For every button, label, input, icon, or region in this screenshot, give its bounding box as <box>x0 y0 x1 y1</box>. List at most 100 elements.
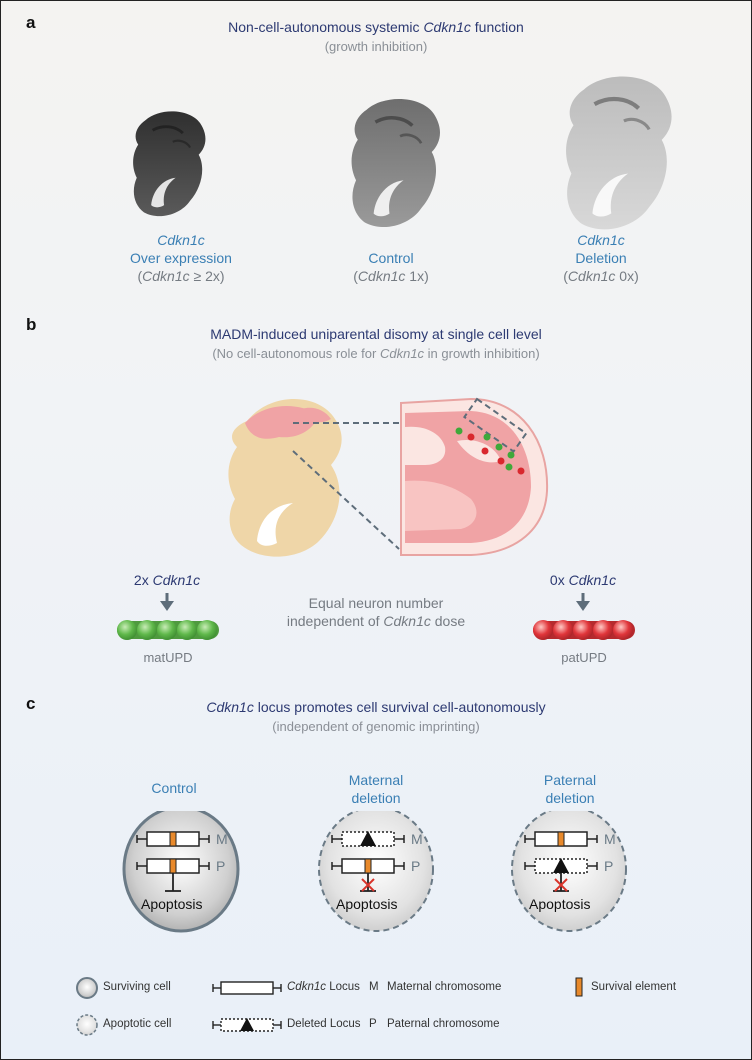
cell-title-control-line1: Control <box>151 780 197 796</box>
panel-b-subtitle-pre: (No cell-autonomous role for <box>212 346 380 361</box>
legend-apoptotic: Apoptotic cell <box>103 1018 172 1030</box>
panel-b-letter: b <box>26 315 37 334</box>
deleted-locus-icon <box>212 1018 282 1032</box>
center-note-pre: independent of <box>286 613 384 629</box>
deletion-title: Deletion <box>575 250 627 266</box>
right-dose-label: 0x Cdkn1c <box>523 571 643 589</box>
cell-control-p: P <box>216 858 226 874</box>
locus-icon <box>212 981 282 995</box>
cell-paternal-apoptosis: Apoptosis <box>529 896 591 912</box>
legend-surviving: Surviving cell <box>103 981 171 993</box>
cell-control-apoptosis: Apoptosis <box>141 896 203 912</box>
cell-title-maternal-line1: Maternal <box>348 772 404 788</box>
cell-title-maternal-line2: deletion <box>351 790 401 806</box>
cell-title-paternal-line2: deletion <box>545 790 595 806</box>
left-dose-gene: Cdkn1c <box>152 572 201 588</box>
panel-c-title-post: locus promotes cell survival cell-autono… <box>253 699 546 715</box>
overexpression-title: Over expression <box>130 250 232 266</box>
zoom-line-bottom <box>292 450 400 550</box>
legend-locus-post: Locus <box>326 981 360 993</box>
embryo-overexpression <box>133 111 206 217</box>
embryo-control <box>351 98 440 228</box>
left-dose-label: 2x Cdkn1c <box>107 571 227 589</box>
red-dot <box>517 467 525 475</box>
right-dose: 0x <box>549 572 569 588</box>
cell-paternal-p: P <box>604 858 614 874</box>
panel-c-title-gene: Cdkn1c <box>206 699 254 715</box>
center-note-post: dose <box>430 613 466 629</box>
legend-p-text: Paternal chromosome <box>387 1018 500 1030</box>
panel-a-title-gene: Cdkn1c <box>423 19 471 35</box>
label-overexpression: Cdkn1c Over expression (Cdkn1c ≥ 2x) <box>101 231 261 285</box>
cell-maternal-m: M <box>411 831 423 847</box>
label-control: Control (Cdkn1c 1x) <box>311 249 471 285</box>
green-dot <box>483 433 491 441</box>
overexpression-paren-gene: Cdkn1c <box>142 268 190 284</box>
panel-a-title-pre: Non-cell-autonomous systemic <box>228 19 424 35</box>
legend-locus: Cdkn1c Locus <box>287 981 360 993</box>
right-dose-gene: Cdkn1c <box>568 572 617 588</box>
green-dot <box>507 451 515 459</box>
cell-title-control: Control <box>99 779 249 797</box>
label-deletion: Cdkn1c Deletion (Cdkn1c 0x) <box>521 231 681 285</box>
cell-maternal-p: P <box>411 858 421 874</box>
legend-icons <box>76 977 583 1036</box>
panel-c-subtitle: (independent of genomic imprinting) <box>272 719 480 734</box>
arrow-down-right-icon <box>576 593 590 611</box>
panel-b-subtitle-post: in growth inhibition) <box>424 346 540 361</box>
panel-b-subtitle: (No cell-autonomous role for Cdkn1c in g… <box>1 346 751 361</box>
center-note-line1: Equal neuron number <box>308 595 444 611</box>
apoptotic-cell-icon <box>76 1014 98 1036</box>
green-cell-chain <box>117 620 219 640</box>
deletion-dose: 0x) <box>615 268 639 284</box>
panel-c-cells <box>122 811 627 933</box>
cell-control-m: M <box>216 831 228 847</box>
panel-a-title-post: function <box>470 19 524 35</box>
deletion-gene: Cdkn1c <box>577 232 625 248</box>
embryo-deletion <box>566 76 672 230</box>
panel-b-title: MADM-induced uniparental disomy at singl… <box>210 326 542 342</box>
overexpression-dose: ≥ 2x) <box>189 268 225 284</box>
panel-b-illustration <box>117 397 635 640</box>
control-paren: ( <box>353 268 358 284</box>
left-dose: 2x <box>133 572 153 588</box>
control-dose: 1x) <box>405 268 429 284</box>
panel-a-subtitle: (growth inhibition) <box>324 39 428 54</box>
red-dot <box>467 433 475 441</box>
overexpression-gene: Cdkn1c <box>157 232 205 248</box>
panel-c-letter: c <box>26 694 36 713</box>
cell-control <box>122 811 240 933</box>
red-dot <box>481 447 489 455</box>
cell-paternal-m: M <box>604 831 616 847</box>
panel-a-title: Non-cell-autonomous systemic Cdkn1c func… <box>1 19 751 35</box>
cell-maternal-apoptosis: Apoptosis <box>336 896 398 912</box>
arrow-down-left-icon <box>160 593 174 611</box>
surviving-cell-icon <box>76 977 98 999</box>
cell-maternal-deletion <box>318 811 434 932</box>
red-dot <box>497 457 505 465</box>
legend-p-key: P <box>369 1018 377 1030</box>
legend-m-text: Maternal chromosome <box>387 981 502 993</box>
legend-locus-gene: Cdkn1c <box>287 981 326 993</box>
embryo-madm <box>228 399 342 557</box>
legend-m-key: M <box>369 981 379 993</box>
matupd-label: matUPD <box>143 650 193 665</box>
cell-paternal-deletion <box>511 811 627 932</box>
green-dot <box>455 427 463 435</box>
legend-survival: Survival element <box>591 981 677 993</box>
legend-deleted: Deleted Locus <box>287 1018 361 1030</box>
panel-b-subtitle-gene: Cdkn1c <box>379 346 425 361</box>
deletion-paren-gene: Cdkn1c <box>567 268 616 284</box>
center-note-gene: Cdkn1c <box>383 613 431 629</box>
center-note: Equal neuron number independent of Cdkn1… <box>271 594 481 630</box>
panel-a-embryos <box>133 76 672 230</box>
red-cell-chain <box>533 620 635 640</box>
survival-element-icon <box>575 977 583 997</box>
cell-title-maternal: Maternal deletion <box>301 771 451 807</box>
panel-c-title: Cdkn1c locus promotes cell survival cell… <box>1 699 751 715</box>
green-dot <box>505 463 513 471</box>
deletion-paren: ( <box>563 268 568 284</box>
patupd-label: patUPD <box>561 650 607 665</box>
brain-section <box>400 397 549 556</box>
